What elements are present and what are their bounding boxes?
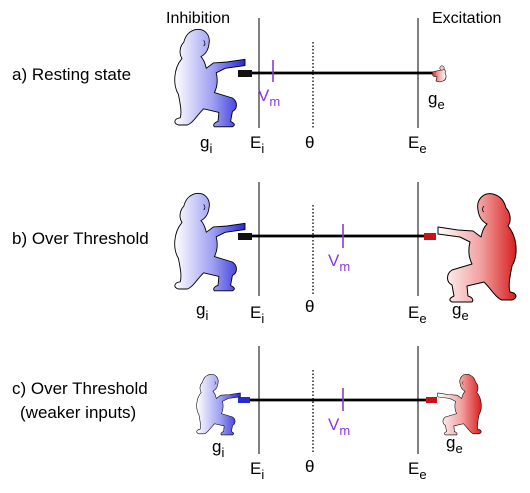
theta-label: θ — [305, 457, 314, 476]
inhibitory-figure-icon — [174, 28, 246, 128]
ge-label: ge — [428, 89, 445, 112]
excitatory-figure-icon — [437, 193, 517, 303]
vm-label: Vm — [328, 251, 350, 274]
excitatory-figure-icon — [431, 65, 447, 83]
inhibition-header: Inhibition — [166, 10, 230, 27]
excitatory-figure-icon — [437, 373, 482, 436]
ei-label: Ei — [250, 133, 264, 156]
inhibitory-figure-icon — [174, 192, 246, 292]
panel-c-label: c) Over Threshold — [12, 379, 148, 398]
gi-label: gi — [200, 133, 212, 156]
panel-resting-state: a) Resting state Vm ge gi Ei θ Ee — [12, 18, 447, 156]
ei-label: Ei — [250, 459, 264, 482]
inhibitory-hands — [238, 70, 252, 77]
excitation-header: Excitation — [432, 10, 501, 27]
ge-label: ge — [452, 300, 469, 323]
excitatory-hands — [424, 233, 436, 240]
ei-label: Ei — [250, 303, 264, 326]
panel-over-threshold: b) Over Threshold Vm gi Ei θ Ee ge — [12, 182, 517, 326]
ee-label: Ee — [408, 303, 427, 326]
inhibitory-hands — [238, 397, 250, 403]
gi-label: gi — [212, 437, 224, 460]
gi-label: gi — [196, 300, 208, 323]
vm-label: Vm — [258, 86, 280, 109]
inhibitory-figure-icon — [196, 373, 241, 436]
ge-label: ge — [446, 433, 463, 456]
panel-a-label: a) Resting state — [12, 65, 131, 84]
ee-label: Ee — [408, 459, 427, 482]
ee-label: Ee — [408, 133, 427, 156]
inhibitory-hands — [238, 233, 252, 240]
panel-b-label: b) Over Threshold — [12, 229, 149, 248]
panel-weaker-inputs: c) Over Threshold (weaker inputs) Vm gi … — [12, 346, 482, 482]
theta-label: θ — [305, 297, 314, 316]
panel-c-sublabel: (weaker inputs) — [20, 403, 136, 422]
vm-label: Vm — [328, 415, 350, 438]
excitatory-hands — [426, 397, 437, 403]
theta-label: θ — [305, 133, 314, 152]
